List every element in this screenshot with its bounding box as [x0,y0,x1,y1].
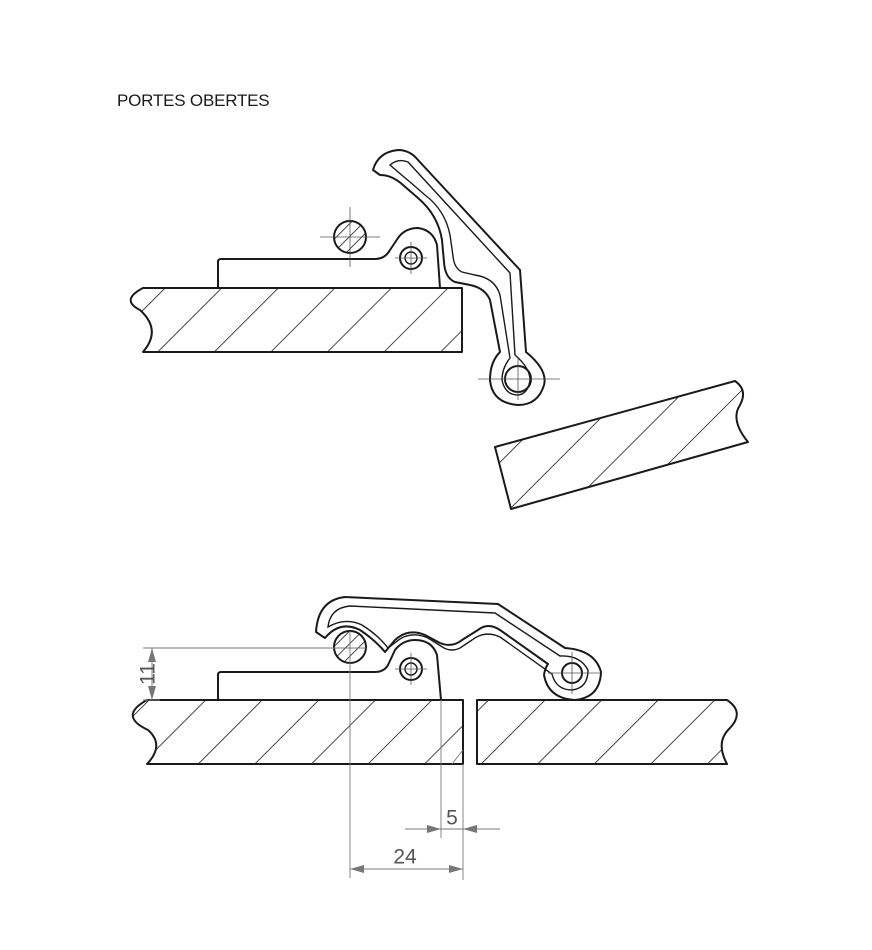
panel-left-bottom [131,699,464,765]
hinge-arm-bottom [315,596,602,701]
base-plate-top [217,227,441,289]
screw-bottom [395,653,427,685]
bolt-top [320,207,380,267]
panel-left-top [129,287,463,353]
dimension-height-label: 11 [137,663,160,685]
dimension-gap-label: 5 [446,807,458,830]
base-plate-bottom [217,639,442,701]
pivot-top-centerline [478,358,560,400]
pivot-bottom-centerline [548,652,600,694]
closed-view: 11 5 24 [131,596,738,880]
panel-right-bottom [476,699,738,765]
hinge-arm-top [372,149,546,406]
screw-top [395,242,427,274]
drawing-title: PORTES OBERTES [117,91,270,110]
dimension-offset-label: 24 [393,846,417,869]
dimension-offset: 24 [349,631,463,878]
open-view [129,149,749,510]
dimension-gap: 5 [405,700,500,880]
dimension-height: 11 [137,647,366,701]
